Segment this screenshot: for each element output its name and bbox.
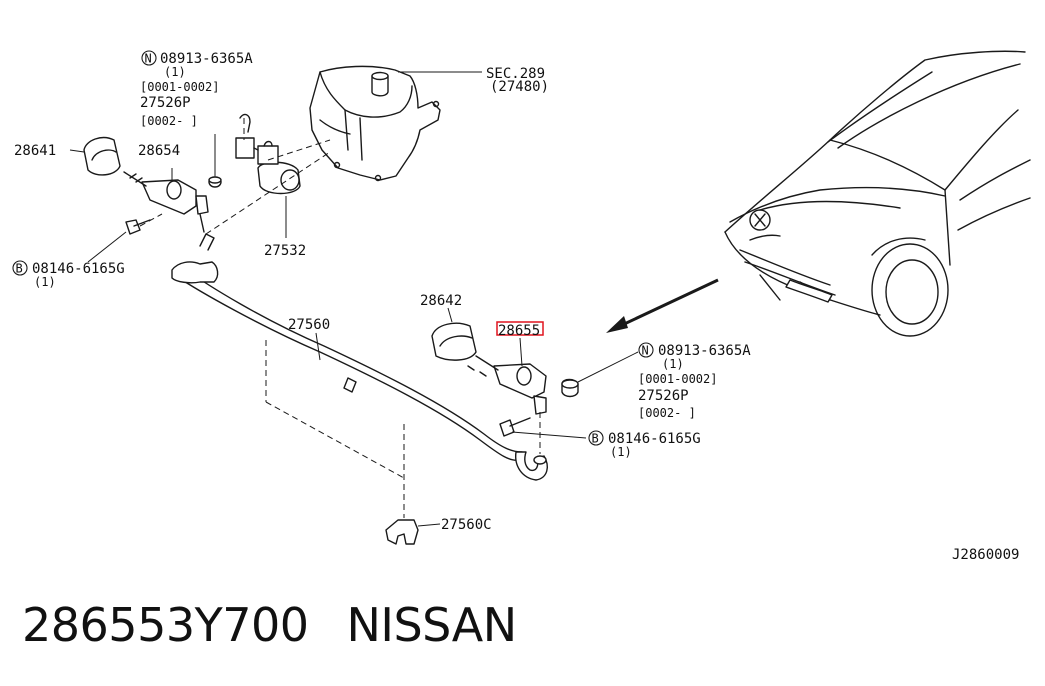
right-cap-label: 28642 xyxy=(420,293,462,309)
right-nut-part: 08913-6365A xyxy=(658,343,751,359)
car-illustration xyxy=(724,50,1031,337)
right-nut-prefix: N xyxy=(642,344,649,358)
left-bolt-part: 08146-6165G xyxy=(32,261,125,277)
left-nut-alt-part: 27526P xyxy=(140,95,191,111)
right-bolt-prefix: B xyxy=(592,432,599,446)
right-bolt-part: 08146-6165G xyxy=(608,431,701,447)
left-nut-range2: [0002- ] xyxy=(140,114,198,128)
figure-code: J2860009 xyxy=(952,547,1019,563)
highlight-box xyxy=(496,321,544,336)
washer-hose xyxy=(171,151,548,481)
tank-ref-label: SEC.289 xyxy=(486,66,545,82)
left-nozzle-label: 28654 xyxy=(138,143,180,159)
hose-label: 27560 xyxy=(288,317,330,333)
clip-reference-lines xyxy=(265,340,405,518)
right-bolt-note: B 08146-6165G (1) xyxy=(588,430,701,459)
pump-label: 27532 xyxy=(264,243,306,259)
left-nut-note: N 08913-6365A (1) [0001-0002] 27526P [00… xyxy=(140,50,253,128)
left-nut-qty: (1) xyxy=(164,65,186,79)
right-nut-range1: [0001-0002] xyxy=(638,372,717,386)
right-nozzle-assembly xyxy=(431,307,639,454)
part-number: 286553Y700 xyxy=(22,598,309,652)
left-bolt-qty: (1) xyxy=(34,275,56,289)
right-nut-note: N 08913-6365A (1) [0001-0002] 27526P [00… xyxy=(638,342,751,420)
tank-ref-sub: (27480) xyxy=(490,79,549,95)
direction-arrow xyxy=(606,278,719,333)
clip-label: 27560C xyxy=(441,517,492,533)
right-nozzle-label: 28655 xyxy=(498,323,540,339)
washer-tank xyxy=(309,65,482,182)
hose-clip xyxy=(385,519,441,545)
left-nut-prefix: N xyxy=(145,52,152,66)
washer-pump xyxy=(235,113,331,238)
left-cap-label: 28641 xyxy=(14,143,56,159)
left-nut-part: 08913-6365A xyxy=(160,51,253,67)
part-caption: 286553Y700 NISSAN xyxy=(22,598,555,652)
left-bolt-prefix: B xyxy=(16,262,23,276)
right-nut-alt-part: 27526P xyxy=(638,388,689,404)
left-nozzle-assembly xyxy=(69,134,222,263)
left-bolt-note: B 08146-6165G (1) xyxy=(12,260,125,289)
brand-name: NISSAN xyxy=(346,598,518,652)
right-nut-qty: (1) xyxy=(662,357,684,371)
right-bolt-qty: (1) xyxy=(610,445,632,459)
left-nut-range1: [0001-0002] xyxy=(140,80,219,94)
right-nut-range2: [0002- ] xyxy=(638,406,696,420)
